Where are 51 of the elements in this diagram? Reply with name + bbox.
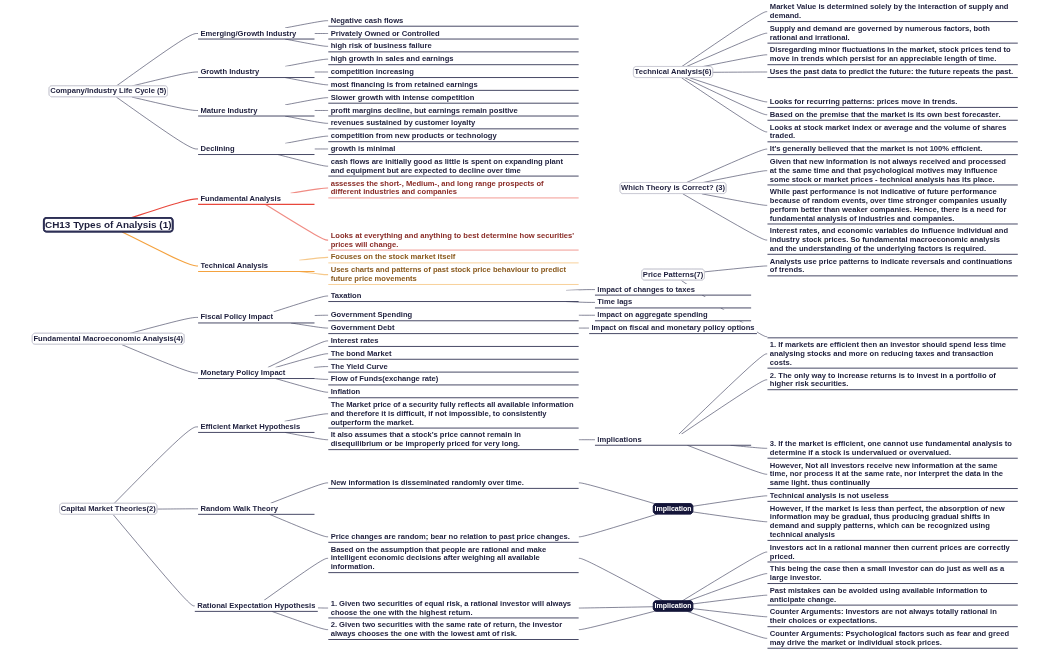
connector (685, 32, 768, 68)
connector (730, 444, 768, 449)
connector (290, 187, 329, 194)
connector (284, 432, 329, 441)
connector (313, 378, 329, 380)
connector (284, 115, 329, 124)
connector (121, 344, 199, 374)
connector (578, 610, 656, 630)
node-bar (767, 335, 1019, 339)
connector (116, 33, 199, 87)
connector (687, 611, 768, 639)
connector (271, 611, 329, 630)
connector (692, 495, 768, 507)
connector (678, 353, 768, 435)
connector (121, 231, 199, 267)
connector (692, 608, 768, 618)
connector (314, 33, 329, 34)
connector (116, 96, 199, 150)
connector (689, 77, 768, 103)
connector (129, 317, 199, 334)
connector (578, 606, 654, 609)
connector (267, 340, 329, 368)
connector (284, 20, 329, 29)
connector (704, 265, 768, 273)
connector (290, 322, 329, 329)
connector (578, 558, 664, 602)
connector (681, 379, 768, 435)
connector (701, 193, 768, 206)
connector (682, 193, 768, 241)
connector (684, 77, 768, 115)
connector (284, 38, 329, 47)
connector (687, 573, 768, 602)
connector (269, 514, 329, 538)
connector (284, 77, 329, 86)
connector (687, 444, 768, 475)
connector (277, 154, 329, 167)
connector (284, 413, 329, 422)
connector (264, 203, 329, 241)
connector (681, 77, 768, 133)
connector (298, 256, 329, 261)
connector (681, 11, 768, 68)
connector (275, 378, 329, 393)
connector (131, 96, 199, 111)
connector (681, 551, 768, 602)
connector (314, 110, 329, 111)
connector (685, 148, 768, 184)
connector (692, 511, 768, 523)
connector (692, 594, 768, 605)
connector (578, 482, 657, 505)
connector (270, 482, 329, 504)
connector (578, 514, 658, 538)
